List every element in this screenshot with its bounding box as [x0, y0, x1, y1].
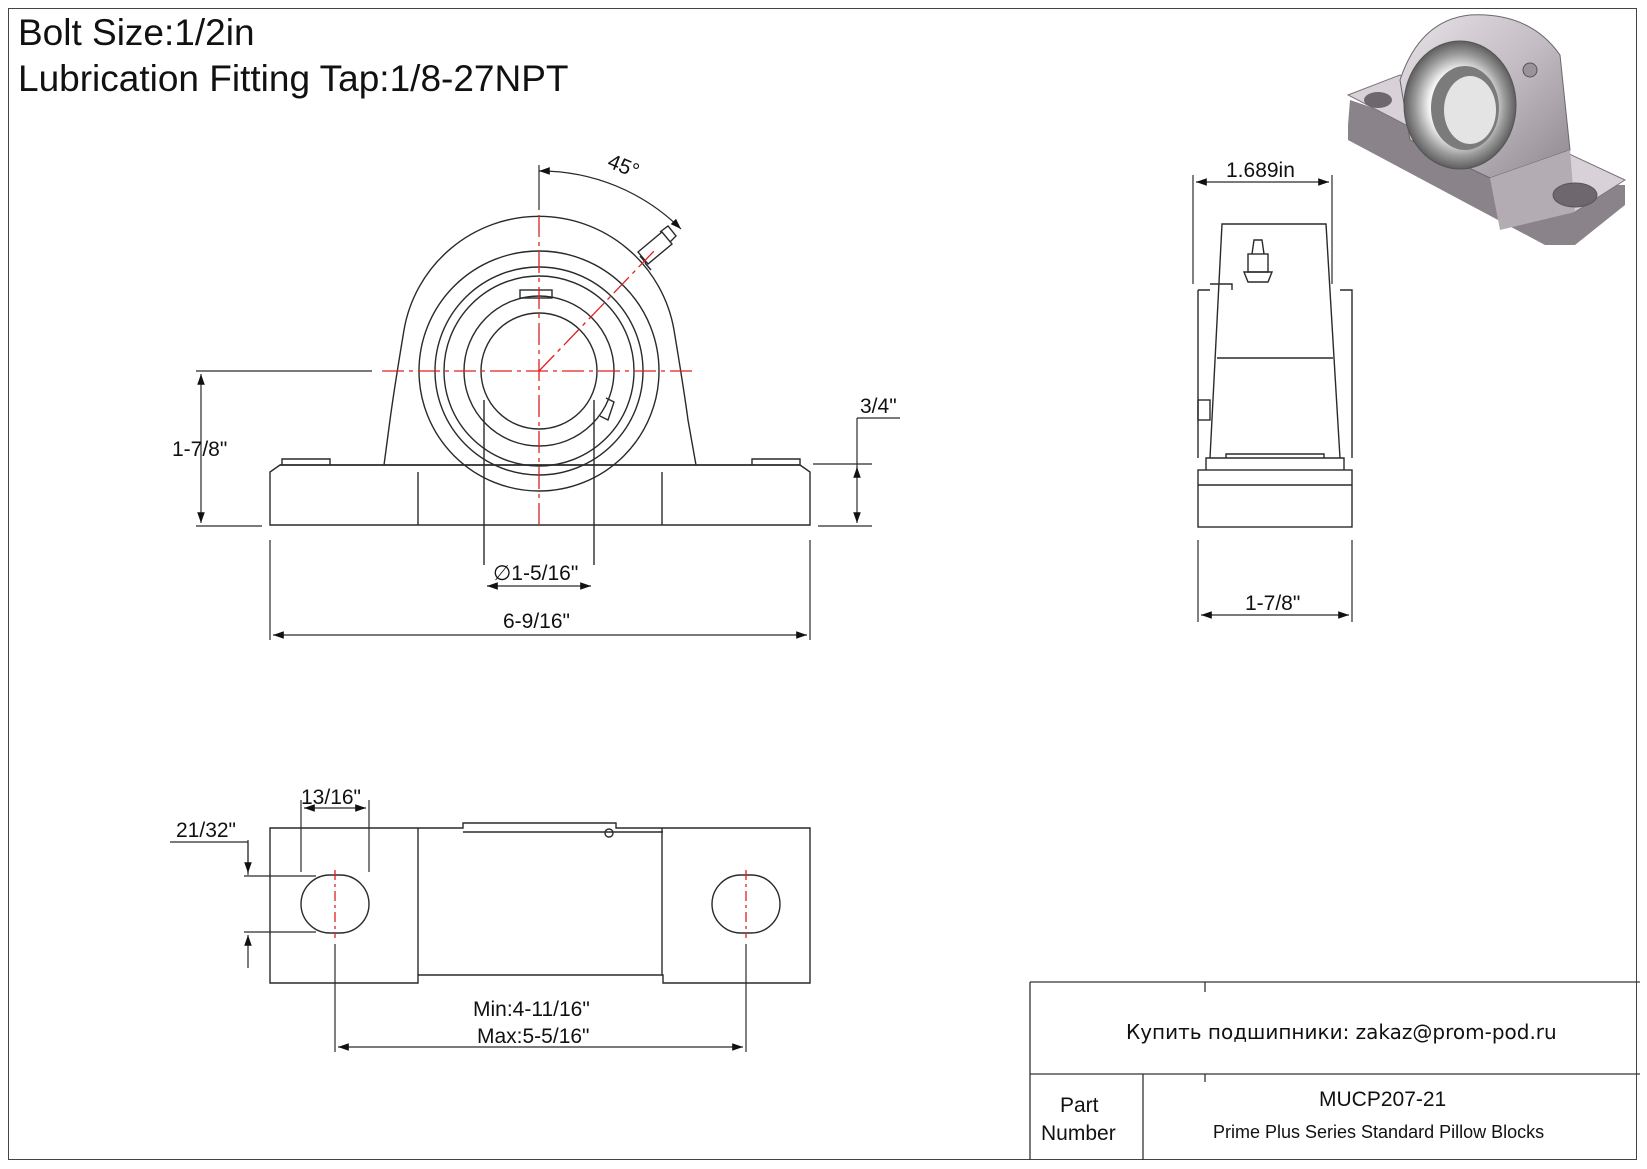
part-number: MUCP207-21: [1319, 1088, 1447, 1111]
title-block: [1029, 981, 1640, 1160]
angle-dimension: [538, 165, 682, 230]
drawing-frame: [8, 8, 1637, 1160]
lubrication-label: Lubrication Fitting Tap:1/8-27NPT: [18, 58, 569, 99]
front-view: [269, 215, 811, 565]
grease-fitting-front: [637, 225, 677, 271]
grease-fitting-side: [1242, 239, 1274, 283]
slot-height-label: 21/32": [176, 819, 236, 842]
number-label: Number: [1041, 1122, 1116, 1145]
front-centerlines: [382, 215, 696, 525]
spacing-max-label: Max:5-5/16": [477, 1025, 590, 1048]
bore-label: ∅1-5/16": [493, 562, 578, 585]
bottom-dimensions: [170, 800, 747, 1052]
spacing-min-label: Min:4-11/16": [473, 998, 590, 1021]
overall-length-label: 6-9/16": [503, 610, 570, 633]
overall-length-dimension: [269, 540, 811, 640]
side-view: [1197, 223, 1353, 528]
front-base: [269, 464, 811, 526]
side-width-top-label: 1.689in: [1226, 159, 1295, 182]
bolt-size-label: Bolt Size:1/2in: [18, 12, 255, 53]
bottom-centerlines: [334, 870, 747, 938]
slot-right: [711, 874, 781, 934]
slot-width-label: 13/16": [301, 786, 361, 809]
part-label: Part: [1060, 1094, 1099, 1117]
height-label: 1-7/8": [172, 438, 227, 461]
isometric-pillow-block-render-icon: [1346, 14, 1627, 245]
side-width-base-label: 1-7/8": [1245, 592, 1300, 615]
slot-left: [300, 874, 370, 934]
base-thickness-label: 3/4": [860, 395, 897, 418]
height-dimension: [196, 370, 372, 527]
part-description: Prime Plus Series Standard Pillow Blocks: [1213, 1122, 1545, 1142]
bottom-outline: [269, 822, 811, 984]
bottom-view: [269, 822, 811, 984]
side-dimensions: [1192, 175, 1353, 622]
front-housing: [383, 215, 697, 466]
angle-label: 45°: [604, 150, 642, 183]
base-thickness-dimension: [813, 417, 900, 527]
contact-text: Купить подшипники: zakaz@prom-pod.ru: [1126, 1020, 1557, 1044]
